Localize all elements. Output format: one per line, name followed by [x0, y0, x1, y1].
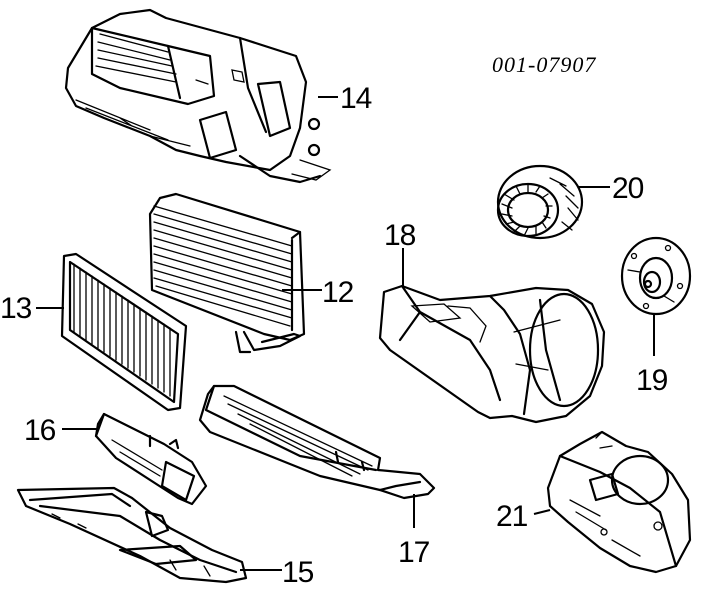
- callout-17: 17: [398, 536, 430, 569]
- callout-12: 12: [322, 276, 354, 309]
- callout-21: 21: [496, 500, 528, 533]
- drawing-code: 001-07907: [492, 52, 596, 77]
- part-14-heater-housing: [64, 8, 332, 184]
- part-15-lower-duct: [16, 486, 248, 584]
- callout-18: 18: [384, 219, 416, 252]
- callout-13: 13: [0, 292, 32, 325]
- leader-21: [533, 509, 551, 515]
- part-21-blower-assembly: [546, 430, 692, 574]
- part-16-duct: [94, 412, 208, 506]
- callout-14: 14: [340, 82, 372, 115]
- part-18-blower-housing: [378, 284, 606, 424]
- callout-20: 20: [612, 172, 644, 205]
- part-13-filter: [60, 252, 188, 412]
- callout-15: 15: [282, 556, 314, 589]
- part-12-evaporator-core: [148, 192, 306, 354]
- callout-19: 19: [636, 364, 668, 397]
- part-19-blower-motor: [620, 236, 692, 316]
- part-17-long-duct: [198, 384, 436, 500]
- callout-16: 16: [24, 414, 56, 447]
- part-20-blower-wheel: [496, 164, 584, 240]
